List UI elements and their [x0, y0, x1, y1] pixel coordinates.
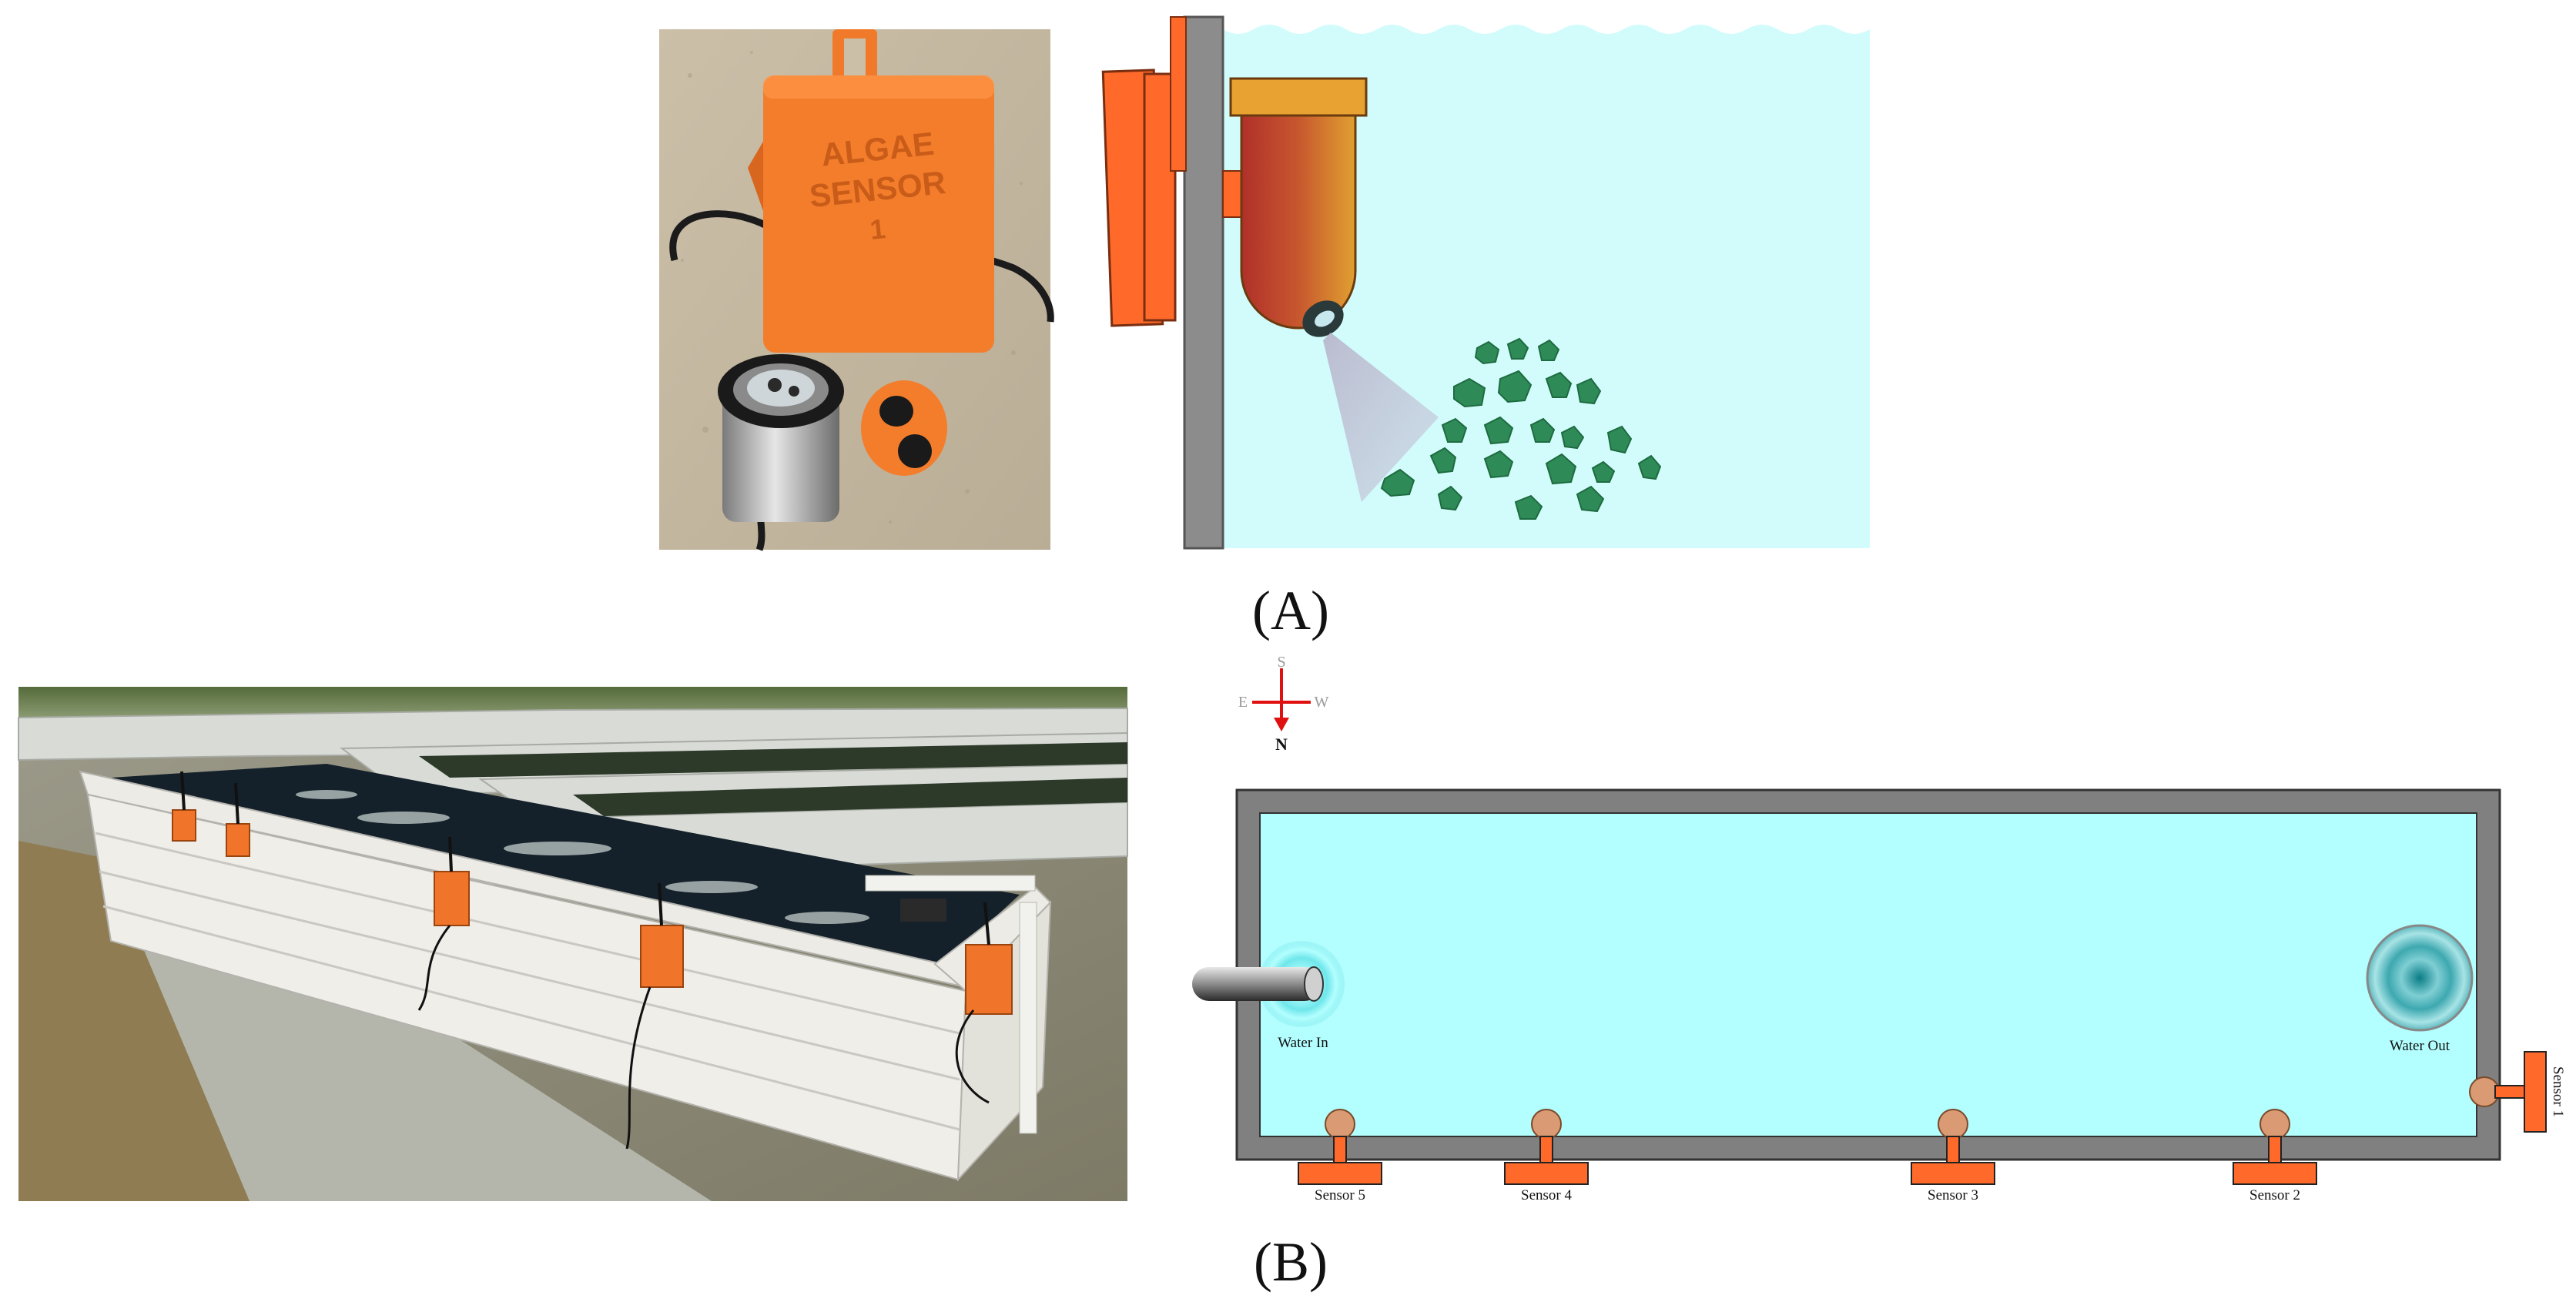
water-in-label: Water In — [1278, 1035, 1328, 1051]
sensor-housing — [1229, 77, 1368, 337]
orange-float — [861, 380, 947, 476]
camera-light-beam — [1323, 333, 1439, 502]
sensor-2-label: Sensor 2 — [2249, 1187, 2300, 1203]
sensor-3: Sensor 3 — [1911, 1109, 1995, 1203]
water-outlet: Water Out — [2366, 924, 2474, 1054]
compass: S E W N — [1238, 654, 1329, 754]
water-inlet: Water In — [1192, 941, 1345, 1051]
sensor-5-label: Sensor 5 — [1315, 1187, 1365, 1203]
compass-north-label: N — [1275, 735, 1288, 754]
algae-sensor-photo: ALGAE SENSOR 1 — [659, 29, 1054, 551]
top-view-diagram: S E W N Water In Water Out Sensor 5 Sens… — [1192, 654, 2566, 1203]
raceway-tank-photo — [18, 687, 1128, 1201]
sensor-3-label: Sensor 3 — [1928, 1187, 1978, 1203]
mounted-sensor-boxes — [172, 809, 1013, 1015]
compass-west-label: W — [1315, 694, 1329, 711]
caption-a: (A) — [1252, 580, 1329, 641]
sensor-4: Sensor 4 — [1504, 1109, 1589, 1203]
camera-canister — [718, 354, 844, 522]
sensor-1-label: Sensor 1 — [2550, 1066, 2566, 1117]
sensor-label-line3: 1 — [869, 213, 887, 246]
sensor-2: Sensor 2 — [2233, 1109, 2317, 1203]
sensor-4-label: Sensor 4 — [1521, 1187, 1572, 1203]
side-view-diagram — [1101, 15, 1870, 550]
caption-b: (B) — [1254, 1231, 1328, 1293]
tank-wall — [1183, 15, 1224, 550]
water-out-label: Water Out — [2390, 1038, 2450, 1054]
algae-sensor-box: ALGAE SENSOR 1 — [748, 29, 994, 353]
algae-clusters — [1380, 337, 1662, 520]
tank-water — [1259, 812, 2477, 1137]
compass-south-label: S — [1277, 654, 1285, 671]
compass-east-label: E — [1238, 694, 1248, 711]
sensor-1: Sensor 1 — [2469, 1051, 2566, 1133]
sensor-5: Sensor 5 — [1298, 1109, 1382, 1203]
